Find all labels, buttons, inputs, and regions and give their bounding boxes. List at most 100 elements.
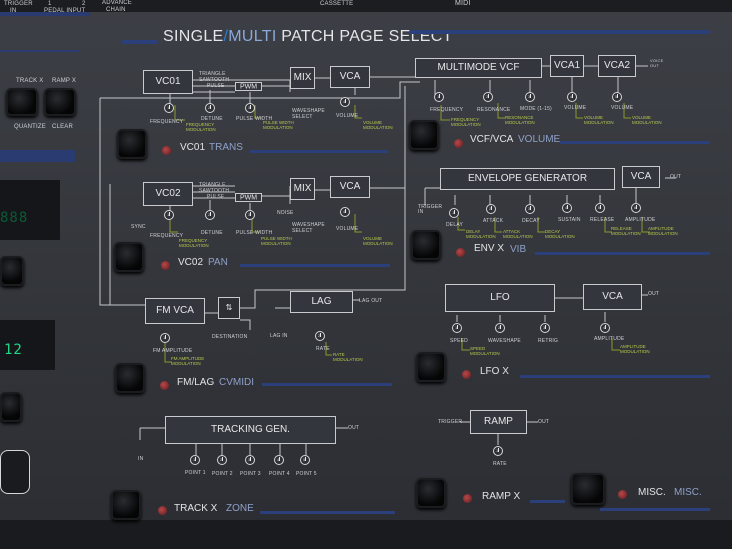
- ramp-x-key[interactable]: [44, 88, 76, 116]
- vca1-box: VCA1: [550, 55, 584, 77]
- env-vca: VCA: [630, 171, 652, 182]
- tracking-select-button[interactable]: [111, 490, 141, 520]
- vco2-button-alt: PAN: [208, 257, 228, 268]
- vco1-volume-knob[interactable]: [340, 97, 350, 107]
- vco2-select-button[interactable]: [114, 242, 144, 272]
- env-attack-mod: ATTACK MODULATION: [503, 229, 533, 239]
- lfo-amplitude-knob[interactable]: [600, 323, 610, 333]
- tracking-point3-label: POINT 3: [240, 471, 261, 477]
- fm-amplitude-mod: FM AMPLITUDE MODULATION: [171, 356, 205, 366]
- ramp-rate-knob[interactable]: [493, 446, 503, 456]
- tracking-point5-knob[interactable]: [300, 455, 310, 465]
- tracking-point4-label: POINT 4: [269, 471, 290, 477]
- vco1-freq-mod: FREQUENCY MODULATION: [186, 122, 216, 132]
- fm-led: [160, 381, 169, 390]
- env-vca-box: VCA: [622, 166, 660, 188]
- ramp-out-label: OUT: [538, 419, 550, 425]
- vco2-frequency-knob[interactable]: [164, 210, 174, 220]
- vco2-n4: 4: [343, 209, 346, 214]
- vcf-resonance-knob[interactable]: [483, 92, 493, 102]
- tracking-point2-knob[interactable]: [217, 455, 227, 465]
- env-release-mod: RELEASE MODULATION: [611, 226, 641, 236]
- env-button-alt: VIB: [510, 244, 527, 255]
- page-title: SINGLE/MULTI PATCH PAGE SELECT: [163, 28, 453, 46]
- left-key-1[interactable]: [0, 256, 24, 286]
- env-release-knob[interactable]: [595, 203, 605, 213]
- ramp-n1: 1: [496, 448, 499, 453]
- env-decay-label: DECAY: [522, 218, 540, 224]
- vco1-vca: VCA: [339, 71, 361, 82]
- fm-select-button[interactable]: [115, 363, 145, 393]
- env-amplitude-knob[interactable]: [631, 203, 641, 213]
- lfo-n2: 2: [498, 325, 501, 330]
- vco1-select-button[interactable]: [117, 129, 147, 159]
- tracking-point3-knob[interactable]: [245, 455, 255, 465]
- tracking-point2-label: POINT 2: [212, 471, 233, 477]
- vco1-sawtooth: SAWTOOTH: [199, 77, 230, 83]
- env-decay-knob[interactable]: [525, 204, 535, 214]
- env-attack-knob[interactable]: [486, 204, 496, 214]
- track-x-key[interactable]: [6, 88, 38, 116]
- vco2-box: VC02: [143, 182, 193, 206]
- env-led: [456, 248, 465, 257]
- data-wheel[interactable]: [0, 450, 30, 494]
- fm-bar: [262, 383, 392, 386]
- destination-switch[interactable]: ⇅: [218, 297, 240, 319]
- vca2-volume-label: VOLUME: [611, 105, 634, 111]
- lfo-speed-knob[interactable]: [452, 323, 462, 333]
- vcf-frequency-knob[interactable]: [434, 92, 444, 102]
- env-n6: 6: [634, 205, 637, 210]
- env-n2: 2: [489, 206, 492, 211]
- clear-label: CLEAR: [52, 124, 74, 130]
- vca2-volume-knob[interactable]: [612, 92, 622, 102]
- vcf-select-button[interactable]: [409, 120, 439, 150]
- lfo-waveshape-knob[interactable]: [495, 323, 505, 333]
- fm-amplitude-knob[interactable]: [160, 333, 170, 343]
- misc-select-button[interactable]: [571, 473, 605, 505]
- vco1-detune-knob[interactable]: [205, 103, 215, 113]
- vca1-title: VCA1: [553, 60, 581, 71]
- vco2-volume-knob[interactable]: [340, 207, 350, 217]
- lfo-select-button[interactable]: [416, 352, 446, 382]
- ramp-select-button[interactable]: [416, 478, 446, 508]
- vco1-volume-label: VOLUME: [336, 113, 359, 119]
- lfo-retrig-knob[interactable]: [540, 323, 550, 333]
- vco1-pw-mod: PULSE WIDTH MODULATION: [263, 120, 294, 130]
- vco2-volume-label: VOLUME: [336, 226, 359, 232]
- vcf-resonance-label: RESONANCE: [477, 107, 511, 113]
- pedal-2-label: 2: [82, 1, 86, 7]
- lag-rate-knob[interactable]: [315, 331, 325, 341]
- ramp-rate-label: RATE: [493, 461, 507, 467]
- vco1-pwm-box: PWM: [235, 82, 262, 91]
- chain-label: CHAIN: [106, 7, 126, 13]
- vco2-vol-mod: VOLUME MODULATION: [363, 236, 393, 246]
- midi-label: MIDI: [455, 0, 471, 7]
- ramp-box: RAMP: [470, 410, 527, 434]
- vco1-vca-box: VCA: [330, 66, 370, 88]
- vco2-pulse-width-knob[interactable]: [245, 210, 255, 220]
- lfo-amp-mod: AMPLITUDE MODULATION: [620, 344, 650, 354]
- vco1-mix-box: MIX: [290, 67, 315, 89]
- lag-rate-mod: RATE MODULATION: [333, 352, 363, 362]
- tracking-point4-knob[interactable]: [274, 455, 284, 465]
- vco2-detune-knob[interactable]: [205, 210, 215, 220]
- vco1-frequency-knob[interactable]: [164, 103, 174, 113]
- ramp-x-label: RAMP X: [52, 78, 77, 84]
- lfo-speed-label: SPEED: [450, 338, 468, 344]
- vco2-n3: 3: [248, 212, 251, 217]
- tracking-point1-knob[interactable]: [190, 455, 200, 465]
- env-delay-knob[interactable]: [449, 208, 459, 218]
- vca1-volume-knob[interactable]: [567, 92, 577, 102]
- vco2-mix-box: MIX: [290, 178, 315, 200]
- left-key-2[interactable]: [0, 392, 22, 422]
- title-single: SINGLE: [163, 28, 224, 45]
- env-trigger-in-label: TRIGGER IN: [418, 204, 443, 215]
- env-select-button[interactable]: [411, 230, 441, 260]
- vcf-n3: 3: [528, 94, 531, 99]
- vco1-pulse-width-knob[interactable]: [245, 103, 255, 113]
- vcf-n4: 4: [570, 94, 573, 99]
- tracking-button-label: TRACK X: [174, 503, 218, 514]
- vcf-mode-knob[interactable]: [525, 92, 535, 102]
- lfo-n4: 4: [603, 325, 606, 330]
- env-sustain-knob[interactable]: [562, 203, 572, 213]
